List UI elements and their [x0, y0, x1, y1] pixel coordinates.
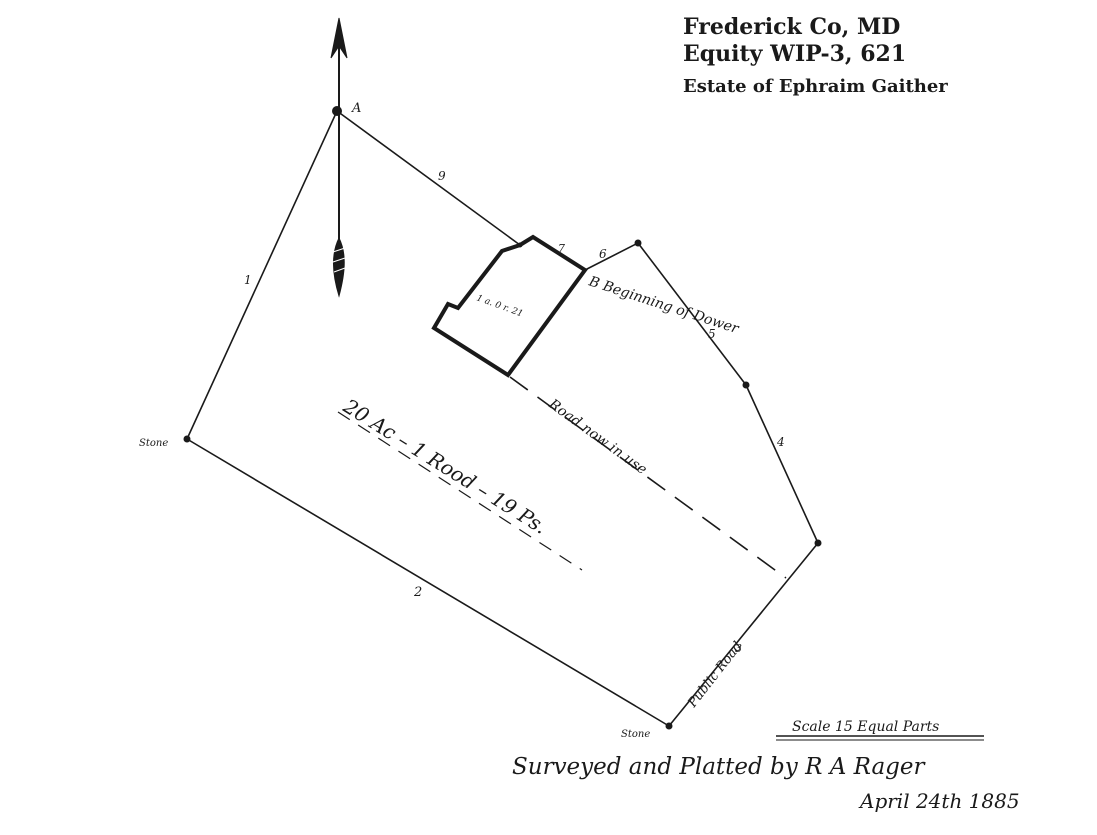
road-in-use-line [509, 376, 787, 579]
estate-title: Estate of Ephraim Gaither [683, 76, 948, 97]
road-in-use-label: Road now in use [545, 396, 650, 478]
county-title: Frederick Co, MD [683, 14, 901, 40]
scale-label: Scale 15 Equal Parts [792, 719, 939, 735]
public-road-label: Public Road [685, 639, 746, 711]
dower-beginning-label: B Beginning of Dower [586, 273, 742, 337]
segment-label-3: 3 [735, 642, 742, 655]
area-label: 20 Ac – 1 Rood – 19 Ps. [339, 393, 552, 539]
dower-area-label: 1 a. 0 r. 21 [475, 293, 524, 319]
segment-label-5: 5 [708, 327, 716, 341]
stone-label-west: Stone [139, 438, 168, 449]
segment-label-9: 9 [438, 169, 446, 183]
parcel-boundary [186, 110, 819, 727]
area-underline [337, 411, 583, 571]
segment-label-6: 6 [599, 247, 607, 261]
segment-label-1: 1 [244, 273, 252, 287]
segment-label-7: 7 [558, 242, 565, 255]
north-arrow-icon [330, 17, 348, 298]
corner-marker-icon [183, 106, 822, 730]
segment-label-2: 2 [413, 585, 422, 600]
dower-tract [431, 234, 588, 378]
segment-label-4: 4 [776, 435, 785, 449]
surveyor-label: Surveyed and Platted by R A Rager [512, 754, 927, 780]
date-label: April 24th 1885 [858, 789, 1020, 813]
equity-reference: Equity WIP-3, 621 [683, 41, 907, 67]
corner-label-a: A [351, 101, 361, 116]
stone-label-south: Stone [621, 729, 650, 740]
